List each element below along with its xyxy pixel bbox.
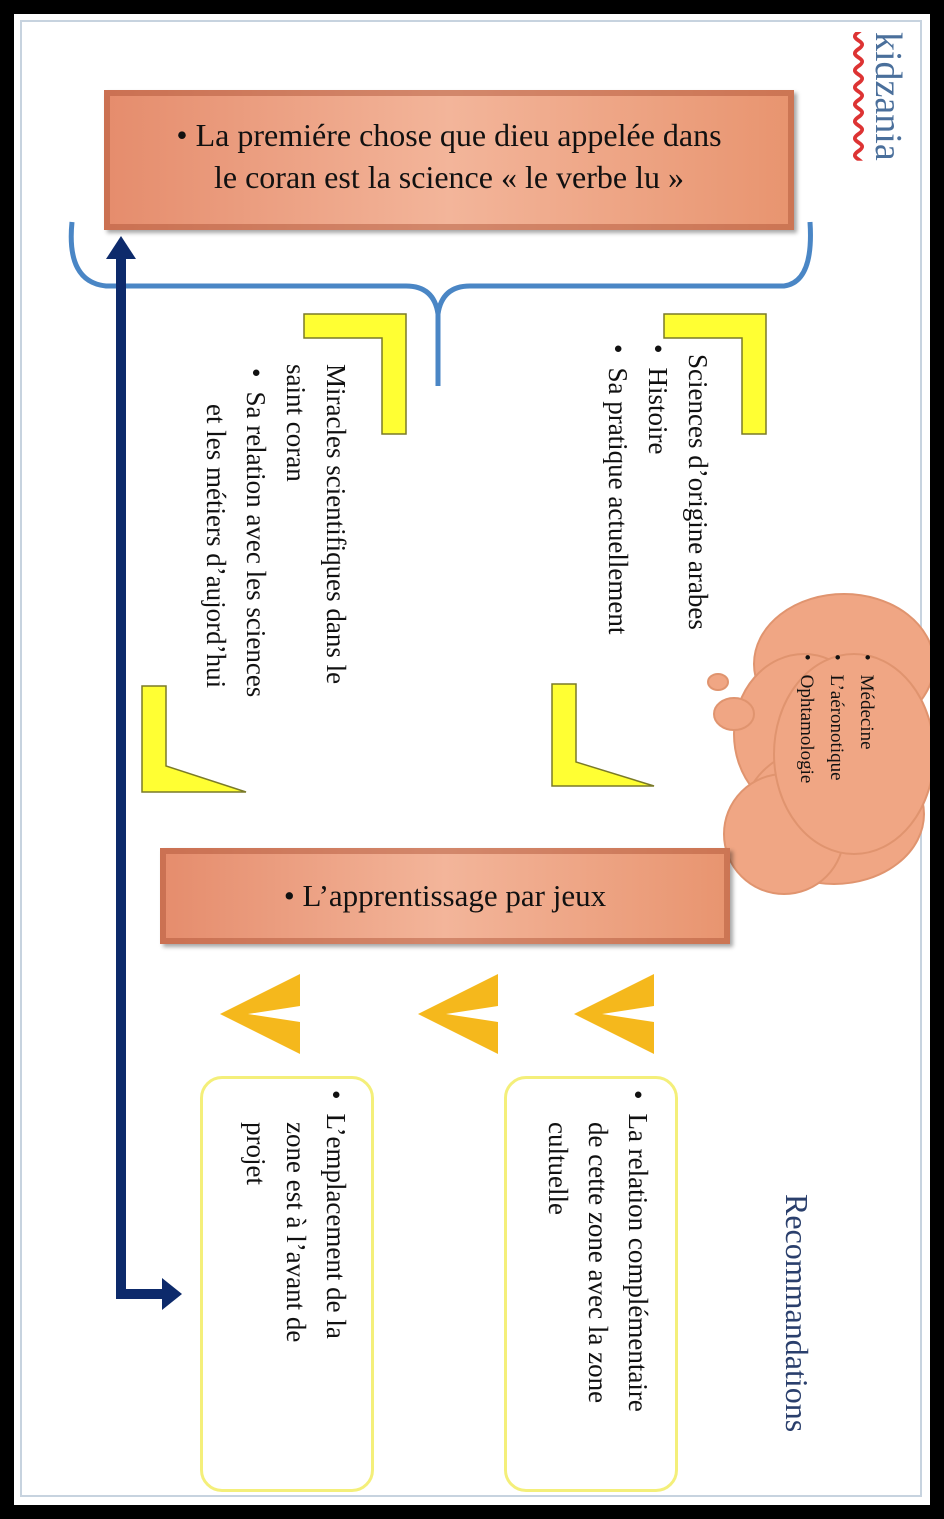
page-title: kidzania	[866, 32, 910, 222]
brace-shape	[68, 221, 813, 386]
top-box-line-1: • La premiére chose que dieu appelée dan…	[176, 117, 722, 153]
rec-box-2	[200, 1076, 374, 1492]
yellow-corner-3	[551, 683, 655, 787]
rec-box-1-line-1: La relation complémentaire	[618, 1090, 658, 1480]
navy-arrow-up-head	[106, 236, 136, 259]
rec-box-1-line-3: cultuelle	[543, 1122, 573, 1215]
rec-box-2-line-2: zone est à l’avant de	[281, 1122, 311, 1343]
title-text: kidzania	[867, 32, 909, 161]
top-box-line-2: le coran est la science « le verbe lu »	[214, 159, 684, 195]
recommendations-title: Recommandations	[779, 1194, 815, 1433]
cloud-item-3: Ophtamologie	[792, 654, 820, 854]
rec-box-1	[504, 1076, 678, 1492]
yellow-corner-1	[663, 313, 767, 435]
branch-right-heading-1: Miracles scientifiques dans le	[321, 364, 351, 685]
navy-arrow-right-head	[162, 1278, 182, 1310]
branch-left-item-2: Sa pratique actuellement	[598, 344, 638, 764]
middle-box-label: • L’apprentissage par jeux	[283, 878, 607, 913]
top-box	[104, 90, 794, 230]
gold-chevron-3	[220, 974, 300, 1054]
slide: kidzania • La premiére chose que dieu ap…	[14, 14, 930, 1505]
branch-right-item-1: Sa relation avec les sciences	[236, 368, 276, 788]
middle-box	[160, 848, 730, 944]
thought-cloud	[707, 593, 930, 895]
gold-chevron-2	[418, 974, 498, 1054]
rec-box-2-line-3: projet	[241, 1122, 271, 1185]
cloud-item-2: L’aéronotique	[822, 654, 850, 854]
gold-chevron-1	[574, 974, 654, 1054]
cloud-item-1: Médecine	[852, 654, 880, 854]
rec-box-2-line-1: L’emplacement de la	[316, 1090, 356, 1480]
branch-right-item-2: et les métiers d’aujord’hui	[201, 404, 231, 689]
yellow-corner-4	[141, 685, 247, 793]
diagram-graphics	[68, 221, 930, 1310]
branch-right-heading-2: saint coran	[281, 364, 311, 482]
top-box-text: • La premiére chose que dieu appelée dan…	[124, 114, 774, 198]
yellow-corner-2	[303, 313, 407, 435]
rec-box-1-line-2: de cette zone avec la zone	[583, 1122, 613, 1404]
branch-left-heading: Sciences d’origine arabes	[683, 354, 713, 630]
branch-left-item-1: Histoire	[638, 344, 678, 764]
